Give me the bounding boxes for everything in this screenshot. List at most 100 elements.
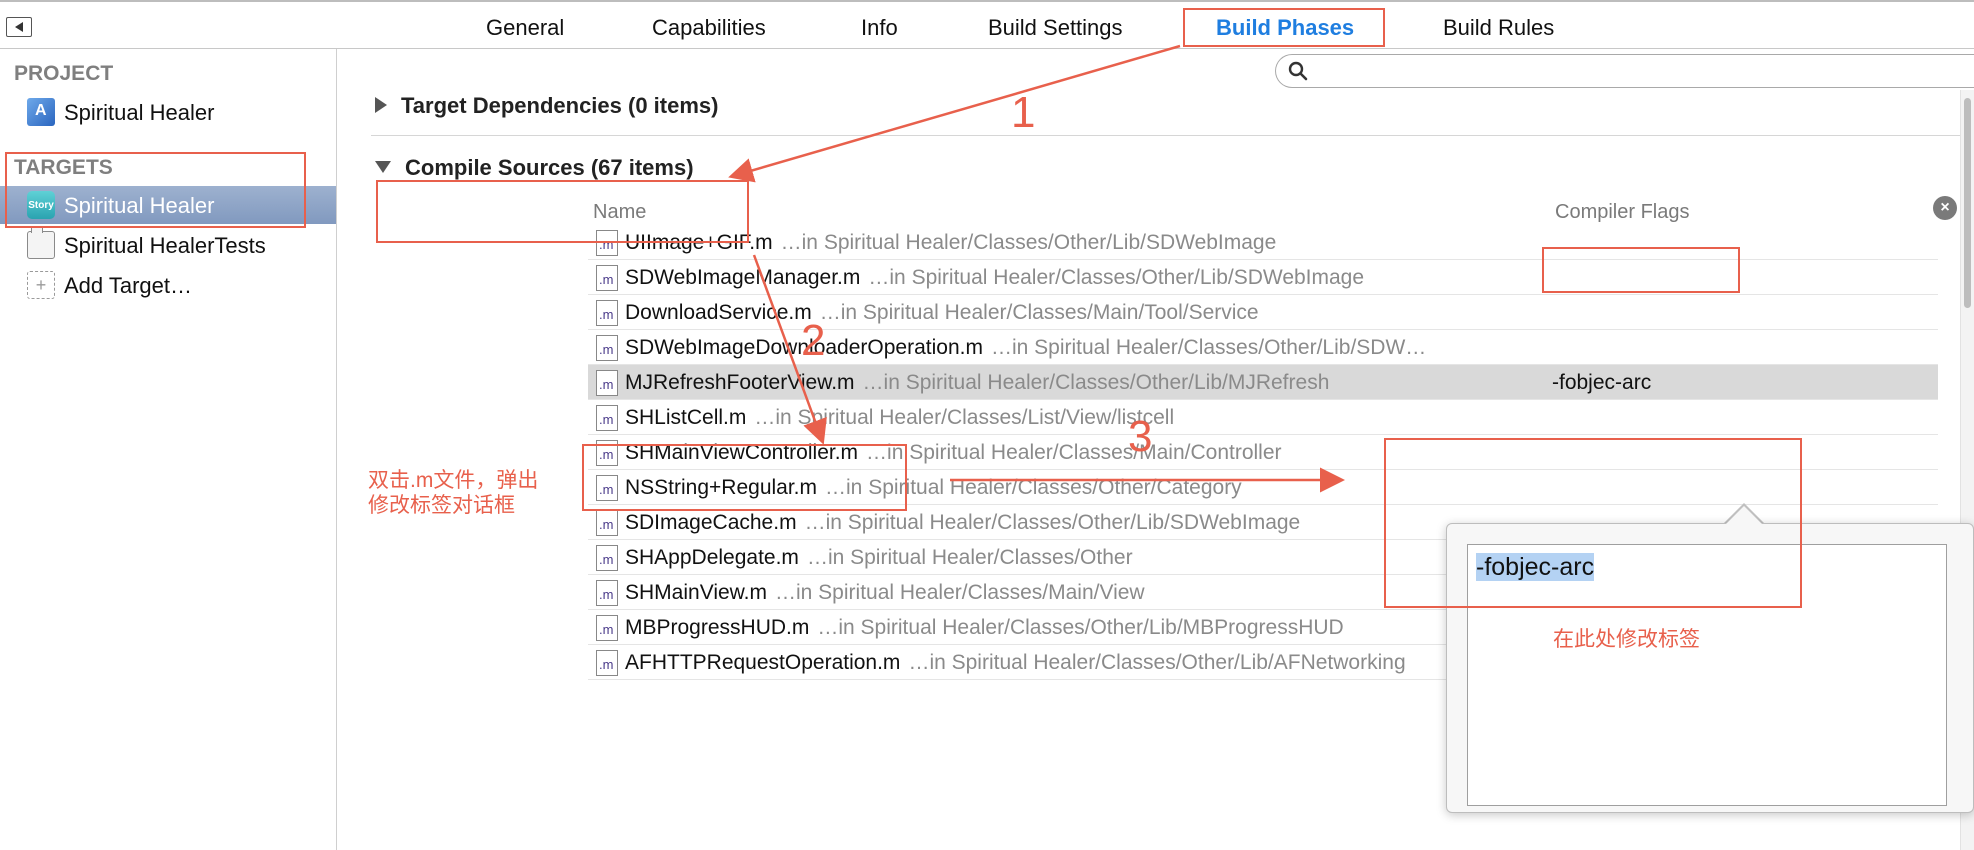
- annotation-box-compile-sources: [376, 180, 749, 243]
- file-path: …in Spiritual Healer/Classes/Other/Categ…: [825, 476, 1242, 499]
- phase-title: Compile Sources (67 items): [405, 155, 694, 180]
- table-row[interactable]: MBProgressHUD.m…in Spiritual Healer/Clas…: [588, 610, 1938, 645]
- file-name: SDWebImageManager.m …in Spiritual Healer/…: [625, 266, 1364, 290]
- table-row[interactable]: SDWebImageDownloaderOperation.m…in Spiri…: [588, 330, 1938, 365]
- file-name-text: DownloadService.m: [625, 301, 812, 324]
- phase-compile-sources[interactable]: Compile Sources (67 items): [375, 155, 694, 181]
- compiler-flags-popover: -fobjec-arc: [1446, 523, 1974, 813]
- table-row[interactable]: MJRefreshFooterView.m …in Spiritual Heale…: [588, 365, 1938, 400]
- column-header-compiler-flags[interactable]: Compiler Flags: [1555, 201, 1690, 223]
- annotation-box-compiler-flags: [1542, 247, 1740, 293]
- tab-build-rules[interactable]: Build Rules: [1443, 15, 1555, 40]
- table-row[interactable]: AFHTTPRequestOperation.m…in Spiritual He…: [588, 645, 1938, 680]
- file-name: SHMainView.m …in Spiritual Healer/Classes…: [625, 581, 1145, 605]
- app-icon: Story: [27, 191, 55, 219]
- sidebar-item-target-tests[interactable]: Spiritual HealerTests: [0, 226, 336, 264]
- divider: [371, 135, 1961, 136]
- selected-text: -fobjec-arc: [1476, 553, 1595, 581]
- annotation-step-3: 3: [1128, 412, 1153, 461]
- objc-file-icon: [596, 230, 618, 256]
- file-name: SHListCell.m …in Spiritual Healer/Classes…: [625, 406, 1174, 430]
- file-path: …in Spiritual Healer/Classes/Other/Lib/S…: [868, 266, 1365, 289]
- table-row[interactable]: SHListCell.m …in Spiritual Healer/Classes…: [588, 400, 1938, 435]
- file-path: …in Spiritual Healer/Classes/Main/Tool/S…: [819, 301, 1259, 324]
- file-name: AFHTTPRequestOperation.m…in Spiritual He…: [625, 651, 1406, 675]
- search-input[interactable]: [1275, 54, 1974, 88]
- toggle-sidebar-button[interactable]: [6, 17, 32, 37]
- annotation-line: 修改标签对话框: [368, 494, 515, 517]
- compiler-flags-field[interactable]: -fobjec-arc: [1467, 544, 1947, 806]
- objc-file-icon: [596, 650, 618, 676]
- file-name-text: AFHTTPRequestOperation.m: [625, 651, 901, 674]
- table-row[interactable]: SHMainView.m …in Spiritual Healer/Classes…: [588, 575, 1938, 610]
- objc-file-icon: [596, 370, 618, 396]
- xcode-project-icon: [27, 98, 55, 126]
- table-row[interactable]: SHMainViewController.m…in Spiritual Heal…: [588, 435, 1938, 470]
- scrollbar-thumb[interactable]: [1964, 98, 1971, 308]
- disclosure-triangle-icon: [375, 97, 387, 114]
- file-name: NSString+Regular.m…in Spiritual Healer/C…: [625, 476, 1242, 500]
- table-row[interactable]: NSString+Regular.m…in Spiritual Healer/C…: [588, 470, 1938, 505]
- column-header-name[interactable]: Name: [593, 201, 647, 223]
- plus-icon: +: [27, 271, 55, 299]
- objc-file-icon: [596, 335, 618, 361]
- file-name-text: SHMainView.m: [625, 581, 767, 604]
- annotation-box-target: [5, 152, 306, 228]
- phase-title: Target Dependencies (0 items): [401, 93, 719, 118]
- annotation-note-double-click: 双击.m文件，弹出 修改标签对话框: [368, 468, 538, 518]
- file-name: MJRefreshFooterView.m …in Spiritual Heale…: [625, 371, 1329, 395]
- table-row[interactable]: UIImage+GIF.m…in Spiritual Healer/Classe…: [588, 225, 1938, 260]
- objc-file-icon: [596, 580, 618, 606]
- file-path: …in Spiritual Healer/Classes/Other/Lib/M…: [817, 616, 1344, 639]
- file-name-text: SHAppDelegate.m: [625, 546, 799, 569]
- tab-build-settings[interactable]: Build Settings: [988, 15, 1123, 40]
- file-name-text: SHMainViewController.m: [625, 441, 859, 464]
- remove-phase-button[interactable]: ×: [1933, 196, 1957, 220]
- popover-arrow-fill: [1726, 506, 1762, 524]
- phase-target-dependencies[interactable]: Target Dependencies (0 items): [375, 93, 718, 119]
- triangle-left-icon: [15, 22, 23, 32]
- file-path: …in Spiritual Healer/Classes/List/View/l…: [754, 406, 1175, 429]
- file-name: DownloadService.m …in Spiritual Healer/Cl…: [625, 301, 1259, 325]
- sidebar: PROJECT Spiritual Healer TARGETS Story S…: [0, 49, 337, 850]
- table-row[interactable]: SHAppDelegate.m …in Spiritual Healer/Clas…: [588, 540, 1938, 575]
- search-icon: [1288, 61, 1308, 81]
- objc-file-icon: [596, 265, 618, 291]
- annotation-note-edit-here: 在此处修改标签: [1553, 628, 1700, 651]
- file-name-text: MJRefreshFooterView.m: [625, 371, 855, 394]
- file-path: …in Spiritual Healer/Classes/Other/Lib/S…: [780, 231, 1277, 254]
- objc-file-icon: [596, 545, 618, 571]
- sidebar-item-project[interactable]: Spiritual Healer: [0, 93, 336, 131]
- close-icon: ×: [1940, 199, 1950, 216]
- sidebar-item-target-app[interactable]: Story Spiritual Healer: [0, 186, 336, 224]
- add-target-label: Add Target…: [64, 273, 193, 298]
- tab-general[interactable]: General: [486, 15, 565, 40]
- file-name: SHAppDelegate.m …in Spiritual Healer/Clas…: [625, 546, 1133, 570]
- table-row[interactable]: DownloadService.m …in Spiritual Healer/Cl…: [588, 295, 1938, 330]
- targets-header: TARGETS: [14, 156, 113, 179]
- file-name-text: SHListCell.m: [625, 406, 747, 429]
- annotation-step-2: 2: [801, 316, 826, 365]
- file-path: …in Spiritual Healer/Classes/Other/Lib/S…: [804, 511, 1301, 534]
- tab-bar: General Capabilities Info Build Settings…: [0, 0, 1974, 49]
- tab-build-phases[interactable]: Build Phases: [1216, 15, 1355, 40]
- project-header: PROJECT: [14, 62, 114, 85]
- objc-file-icon: [596, 440, 618, 466]
- file-name-text: SDImageCache.m: [625, 511, 797, 534]
- add-target-button[interactable]: + Add Target…: [0, 266, 336, 304]
- file-name-text: SDWebImageManager.m: [625, 266, 861, 289]
- annotation-line: 双击.m文件，弹出: [368, 469, 539, 492]
- file-name: MBProgressHUD.m…in Spiritual Healer/Clas…: [625, 616, 1344, 640]
- sidebar-item-label: Spiritual Healer: [64, 193, 215, 218]
- file-path: …in Spiritual Healer/Classes/Other/Lib/S…: [990, 336, 1427, 359]
- sidebar-item-label: Spiritual HealerTests: [64, 233, 266, 258]
- file-path: …in Spiritual Healer/Classes/Other: [806, 546, 1133, 569]
- file-path: …in Spiritual Healer/Classes/Main/View: [775, 581, 1145, 604]
- objc-file-icon: [596, 405, 618, 431]
- annotation-box-build-phases: [1183, 8, 1385, 47]
- tab-capabilities[interactable]: Capabilities: [652, 15, 766, 40]
- file-name: SDImageCache.m …in Spiritual Healer/Class…: [625, 511, 1300, 535]
- compiler-flags-cell[interactable]: -fobjec-arc: [1552, 371, 1652, 394]
- file-path: …in Spiritual Healer/Classes/Other/Lib/M…: [862, 371, 1330, 394]
- tab-info[interactable]: Info: [861, 15, 898, 40]
